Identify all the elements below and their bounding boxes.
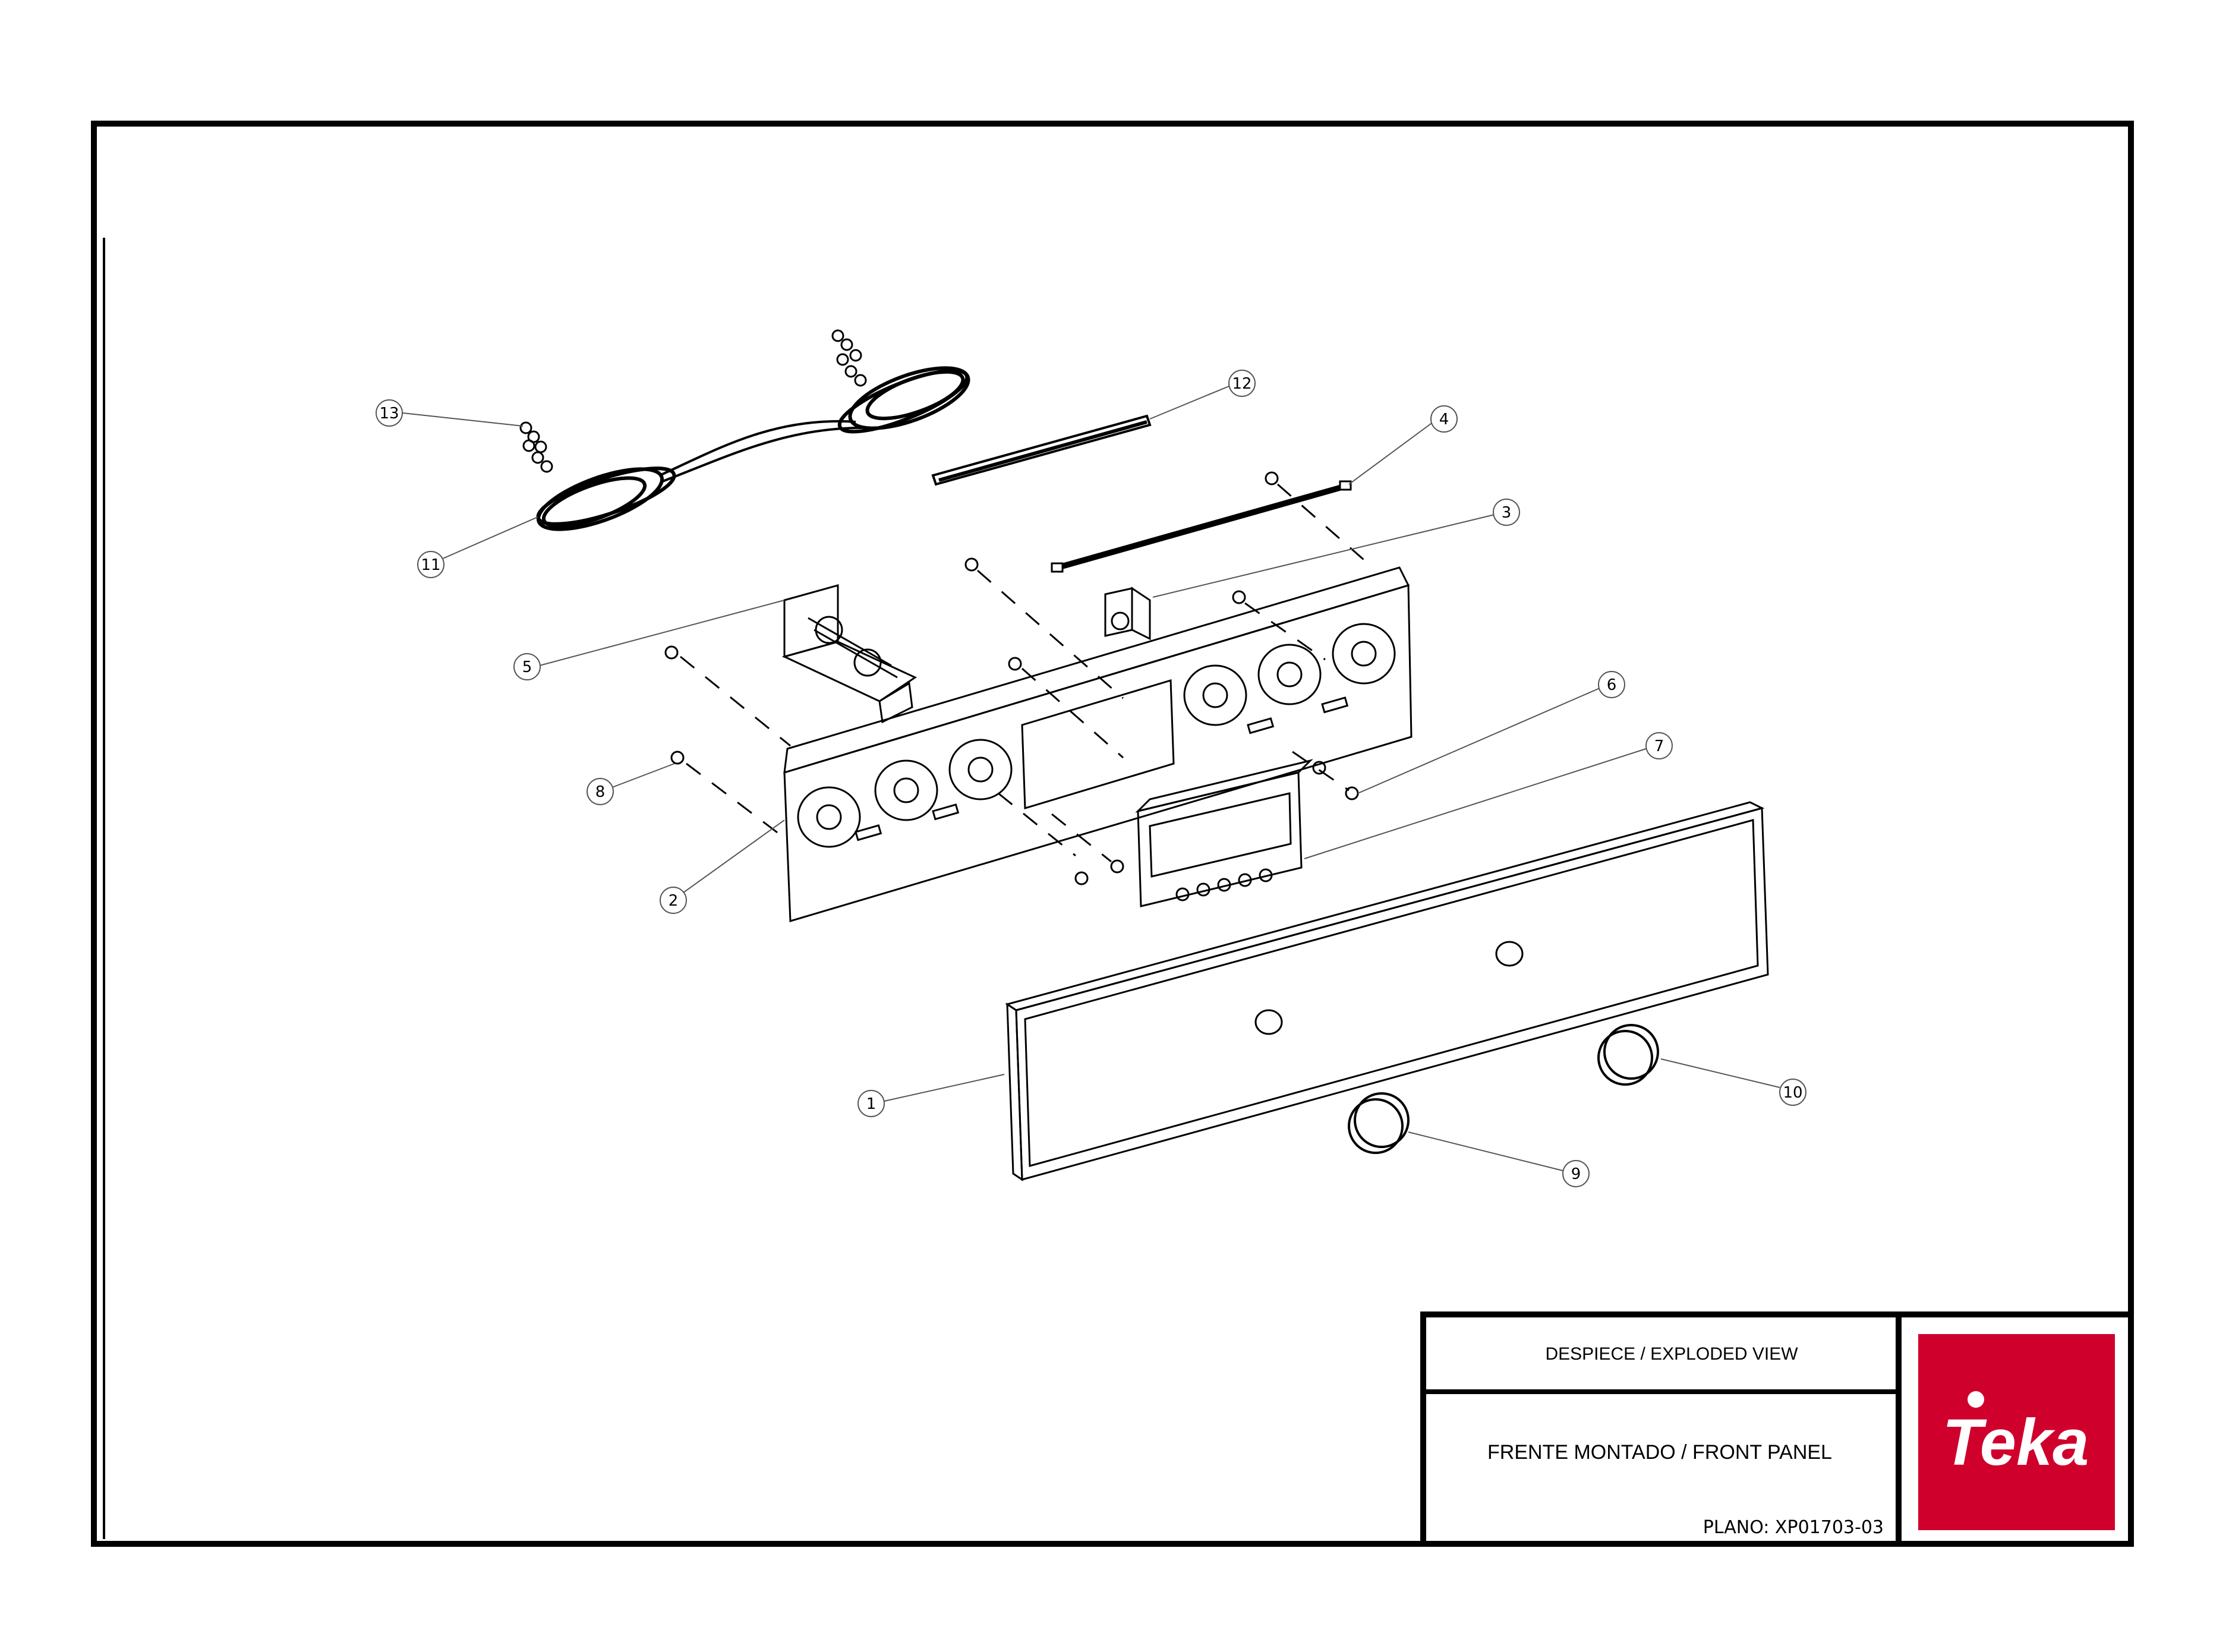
view-title: DESPIECE / EXPLODED VIEW bbox=[1545, 1344, 1798, 1364]
rod bbox=[1051, 480, 1352, 573]
callout-4-label: 4 bbox=[1439, 411, 1449, 428]
brand-logo-dot bbox=[1968, 1391, 1984, 1408]
screws bbox=[664, 471, 1359, 885]
front-panel bbox=[1005, 801, 1769, 1181]
callout-12-label: 12 bbox=[1232, 375, 1251, 393]
callout-11 bbox=[417, 551, 444, 578]
terminal-block bbox=[781, 584, 918, 724]
callout-9 bbox=[1562, 1160, 1590, 1187]
callout-9-label: 9 bbox=[1571, 1165, 1581, 1183]
brand-logo-text: Teka bbox=[1943, 1406, 2089, 1479]
callout-5-label: 5 bbox=[522, 658, 532, 676]
title-block: DESPIECE / EXPLODED VIEW FRENTE MONTADO … bbox=[1420, 1311, 2134, 1547]
plan-number: PLANO: XP01703-03 bbox=[1703, 1517, 1884, 1538]
callout-11-label: 11 bbox=[421, 556, 440, 574]
callout-2 bbox=[660, 887, 687, 914]
wiring-harness bbox=[536, 366, 970, 531]
callout-10 bbox=[1779, 1079, 1806, 1106]
callout-4 bbox=[1430, 405, 1458, 433]
callout-13 bbox=[376, 399, 403, 427]
callout-6 bbox=[1598, 671, 1625, 698]
connector-chain bbox=[519, 329, 867, 473]
callout-8 bbox=[587, 778, 614, 805]
callout-3 bbox=[1493, 499, 1520, 526]
callout-8-label: 8 bbox=[595, 783, 606, 801]
callout-3-label: 3 bbox=[1502, 504, 1512, 522]
assembly-name: FRENTE MONTADO / FRONT PANEL bbox=[1487, 1441, 1832, 1464]
assembly-lines bbox=[680, 483, 1373, 863]
callout-6-label: 6 bbox=[1607, 676, 1617, 694]
callout-12 bbox=[1228, 370, 1256, 397]
brand-logo bbox=[1918, 1334, 2115, 1530]
control-frame bbox=[783, 566, 1413, 922]
callout-1-label: 1 bbox=[866, 1095, 877, 1113]
control-knobs bbox=[1348, 1024, 1659, 1154]
callout-7-label: 7 bbox=[1654, 737, 1664, 755]
callout-13-label: 13 bbox=[379, 405, 399, 423]
callout-1 bbox=[857, 1090, 885, 1117]
callout-7 bbox=[1645, 732, 1673, 759]
display-module bbox=[1135, 759, 1313, 907]
callout-10-label: 10 bbox=[1783, 1084, 1802, 1102]
retaining-bar bbox=[931, 414, 1152, 486]
callout-5 bbox=[513, 653, 541, 680]
callouts: 13 11 12 4 3 5 6 7 8 2 bbox=[376, 370, 1806, 1187]
exploded-view bbox=[519, 329, 1769, 1181]
outer-frame bbox=[91, 121, 2134, 1547]
switch bbox=[1104, 587, 1151, 641]
callout-2-label: 2 bbox=[669, 892, 679, 910]
